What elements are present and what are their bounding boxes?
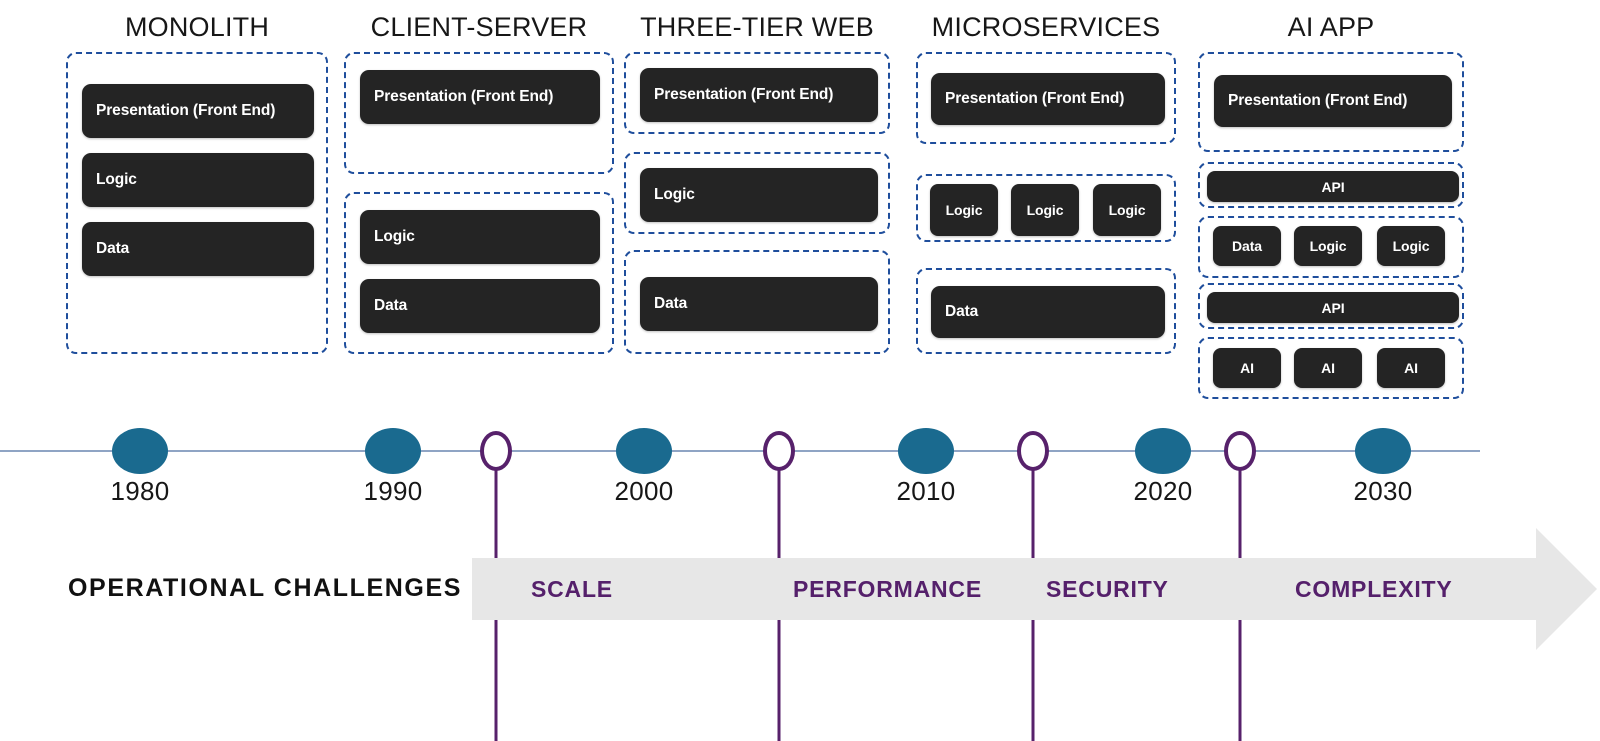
challenges-band [472,558,1536,620]
timeline-dot-2000 [616,428,672,474]
timeline-marker-hollow [763,431,795,471]
timeline-year-label: 1980 [110,476,170,506]
tier-block-logic: Logic [1011,184,1079,236]
column-title: THREE-TIER WEB [640,12,874,42]
tier-block-presentation-front-end-: Presentation (Front End) [931,73,1165,125]
column-title: MICROSERVICES [931,12,1161,42]
tier-block-logic: Logic [640,168,878,222]
tier-block-presentation-front-end-: Presentation (Front End) [640,68,878,122]
tier-block-presentation-front-end-: Presentation (Front End) [82,84,314,138]
column-title: CLIENT-SERVER [370,12,588,42]
tier-block-ai: AI [1294,348,1362,388]
timeline-marker-hollow [480,431,512,471]
challenges-title: OPERATIONAL CHALLENGES [68,574,463,602]
tier-block-logic: Logic [1377,226,1445,266]
tier-block-data: Data [640,277,878,331]
tier-block-api: API [1207,292,1459,323]
tier-group: API [1198,283,1464,329]
tier-block-data: Data [360,279,600,333]
tier-block-presentation-front-end-: Presentation (Front End) [1214,75,1452,127]
tier-block-logic: Logic [930,184,998,236]
timeline-dot-1990 [365,428,421,474]
tier-block-presentation-front-end-: Presentation (Front End) [360,70,600,124]
tier-group: Presentation (Front End) [344,52,614,174]
tier-group: Data [916,268,1176,354]
tier-group: API [1198,162,1464,208]
tier-group: Logic [624,152,890,234]
tier-block-logic: Logic [360,210,600,264]
tier-block-api: API [1207,171,1459,202]
arch-column-ai-app: AI APP Presentation (Front End) API Data Log… [1198,0,1464,410]
timeline-year-label: 2000 [614,476,674,506]
tier-group: Data [624,250,890,354]
tier-block-logic: Logic [1093,184,1161,236]
timeline-dot-1980 [112,428,168,474]
tier-group: Presentation (Front End) [624,52,890,134]
challenge-label-complexity: COMPLEXITY [1295,576,1453,602]
tier-block-logic: Logic [1294,226,1362,266]
tier-group: Presentation (Front End) [916,52,1176,144]
challenge-label-security: SECURITY [1046,576,1169,602]
column-title: AI APP [1287,12,1375,42]
tier-block-ai: AI [1377,348,1445,388]
tier-block-data: Data [931,286,1165,338]
tier-group: Presentation (Front End) [1198,52,1464,152]
timeline-year-label: 2010 [896,476,956,506]
timeline-dot-2010 [898,428,954,474]
challenge-label-performance: PERFORMANCE [793,576,982,602]
timeline-marker-hollow [1017,431,1049,471]
tier-block-ai: AI [1213,348,1281,388]
challenge-label-scale: SCALE [531,576,613,602]
timeline-marker-hollow [1224,431,1256,471]
timeline-year-label: 1990 [363,476,423,506]
arch-column-microservices: MICROSERVICES Presentation (Front End) Log… [916,0,1176,410]
tier-block-data: Data [1213,226,1281,266]
tier-group: AI AI AI [1198,337,1464,399]
timeline-dot-2020 [1135,428,1191,474]
tier-block-data: Data [82,222,314,276]
timeline-axis [0,450,1480,452]
tier-block-logic: Logic [82,153,314,207]
timeline-dot-2030 [1355,428,1411,474]
timeline-year-label: 2030 [1353,476,1413,506]
arch-column-three-tier-web: THREE-TIER WEB Presentation (Front End) Lo… [624,0,890,410]
column-title: MONOLITH [124,12,270,42]
arch-column-client-server: CLIENT-SERVER Presentation (Front End) Log… [344,0,614,410]
challenges-arrow-head-icon [1536,528,1597,650]
tier-group: Data Logic Logic [1198,216,1464,278]
timeline-year-label: 2020 [1133,476,1193,506]
